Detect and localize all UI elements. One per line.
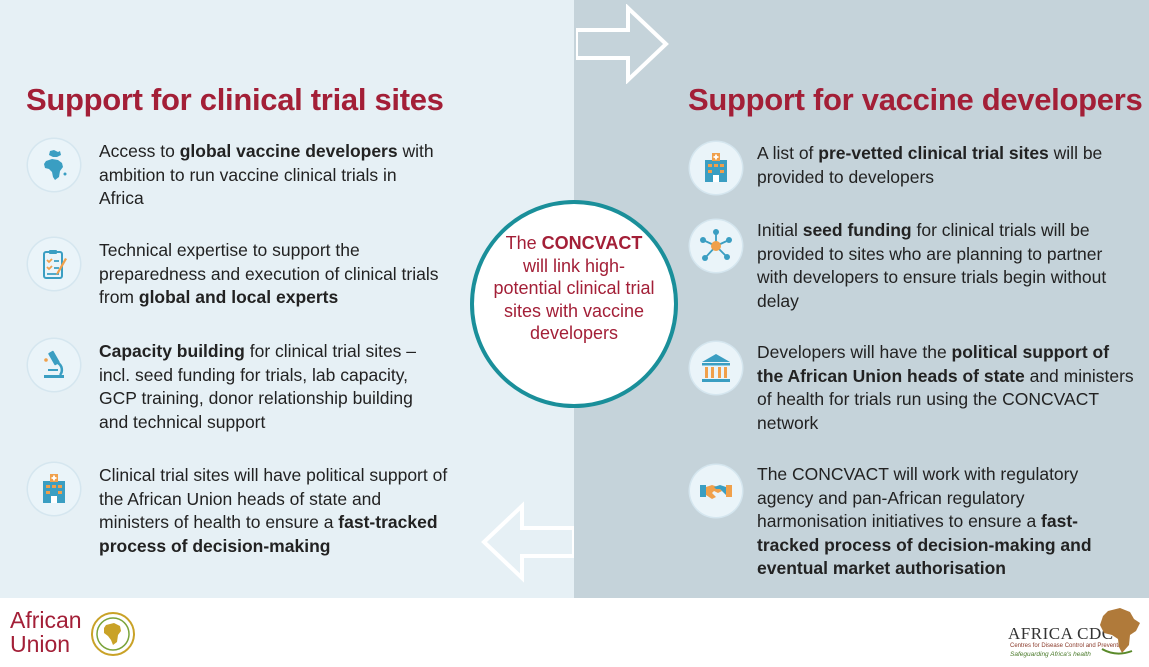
- government-building-icon: [702, 354, 730, 382]
- right-item-text: Initial seed funding for clinical trials…: [757, 220, 1107, 311]
- left-item-text: Access to global vaccine developers with…: [99, 141, 434, 208]
- hospital-icon: [705, 153, 727, 182]
- left-item-text: Capacity building for clinical trial sit…: [99, 341, 417, 432]
- right-item-text: Developers will have the political suppo…: [757, 342, 1134, 433]
- africa-cdc-logo: AFRICA CDC Centres for Disease Control a…: [1008, 605, 1143, 663]
- africa-europe-map-icon: [44, 150, 67, 180]
- africa-map-icon: [1100, 608, 1140, 655]
- right-heading: Support for vaccine developers: [688, 82, 1143, 117]
- au-word-2: Union: [10, 631, 71, 657]
- clipboard-checklist-icon: [43, 250, 67, 279]
- footer: [0, 598, 1149, 667]
- africa-cdc-tagline: Safeguarding Africa's health: [1010, 651, 1091, 658]
- right-item-text: The CONCVACT will work with regulatory a…: [757, 464, 1092, 578]
- microscope-icon: [44, 350, 64, 378]
- african-union-logo: African Union: [10, 605, 140, 663]
- hospital-icon: [43, 474, 65, 503]
- handshake-icon: [700, 485, 732, 499]
- left-heading: Support for clinical trial sites: [26, 82, 444, 117]
- african-union-emblem-icon: [91, 612, 135, 656]
- left-item-text: Clinical trial sites will have political…: [99, 465, 448, 556]
- center-circle: The CONCVACT will link high-potential cl…: [470, 200, 678, 408]
- network-nodes-icon: [700, 229, 732, 261]
- right-item-text: A list of pre-vetted clinical trial site…: [757, 143, 1103, 187]
- right-arrow-icon: [576, 4, 669, 84]
- left-item-text: Technical expertise to support the prepa…: [99, 240, 439, 307]
- au-word-1: African: [10, 607, 82, 633]
- africa-cdc-title: AFRICA CDC: [1008, 624, 1114, 643]
- africa-cdc-subtitle: Centres for Disease Control and Preventi…: [1010, 643, 1127, 649]
- left-arrow-icon: [481, 501, 574, 583]
- african-union-wordmark: African Union: [10, 608, 82, 656]
- center-text: The CONCVACT will link high-potential cl…: [493, 233, 655, 343]
